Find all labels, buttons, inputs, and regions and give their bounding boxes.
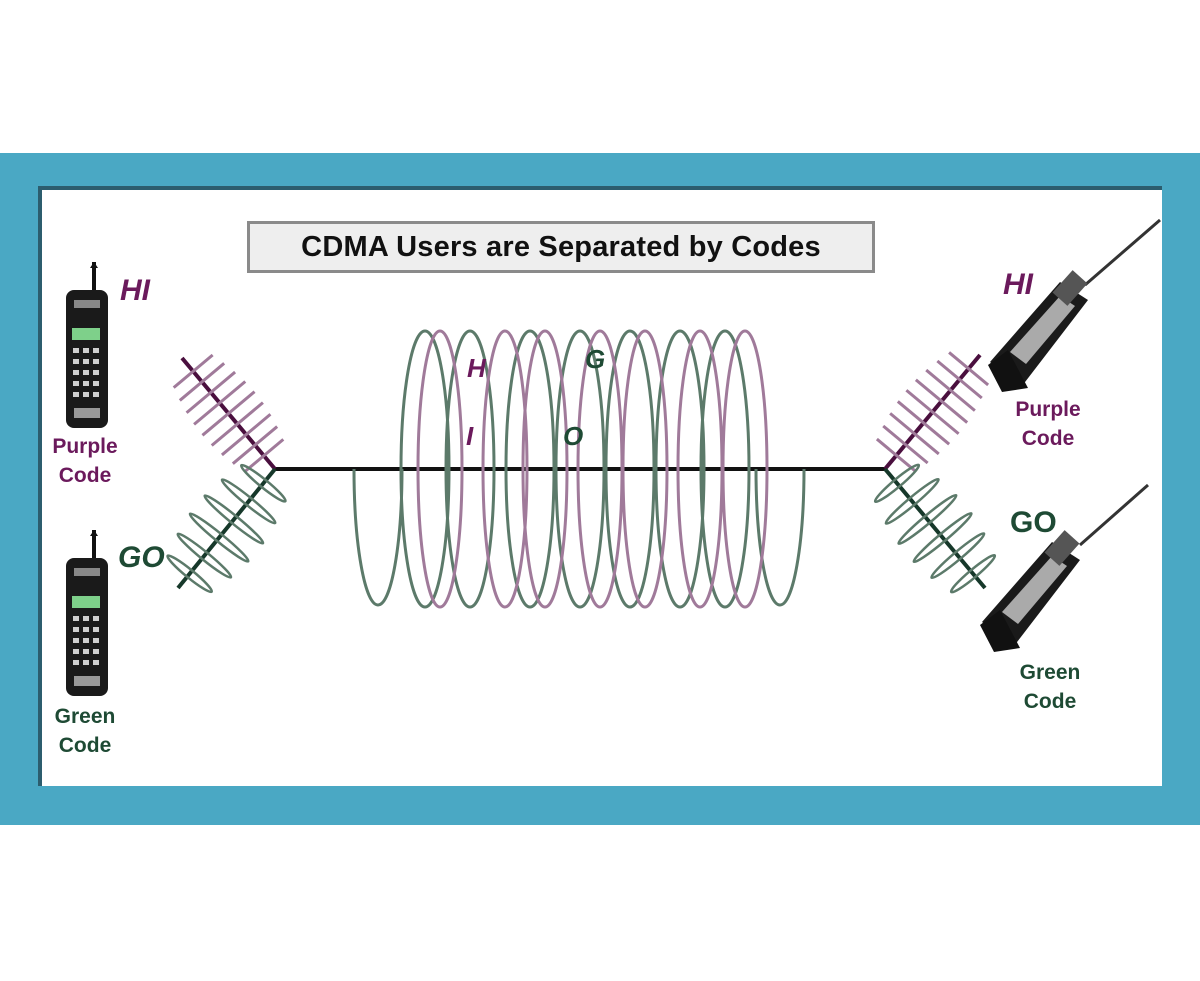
right-green-message: GO: [1010, 506, 1057, 539]
green-wave-loop: [699, 329, 751, 609]
code-fin: [930, 532, 986, 580]
left-purple-code-signal: [172, 353, 285, 474]
code-fin: [193, 380, 247, 426]
keypad-key: [83, 638, 89, 643]
diagram-title: CDMA Users are Separated by Codes: [247, 221, 875, 273]
purple-wave-loop: [521, 329, 569, 609]
keypad-key: [73, 616, 79, 621]
code-fin: [201, 390, 256, 437]
keypad-key: [73, 660, 79, 665]
keypad-key: [73, 381, 79, 386]
keypad-key: [73, 392, 79, 397]
keypad-key: [93, 660, 99, 665]
code-fin: [243, 438, 285, 474]
purple-wave-loop: [416, 329, 464, 609]
right-purple-message: HI: [1003, 268, 1033, 301]
spread-spectrum-waves: [352, 329, 806, 609]
title-text: CDMA Users are Separated by Codes: [301, 230, 821, 263]
left-purple-code-label: Purple Code: [52, 435, 118, 487]
code-fin: [231, 425, 279, 465]
keypad-key: [93, 649, 99, 654]
code-fin: [166, 554, 214, 594]
keypad-key: [73, 627, 79, 632]
keypad-key: [83, 616, 89, 621]
channel-letter-h: H: [467, 353, 486, 383]
code-fin: [176, 532, 233, 579]
keypad-key: [73, 348, 79, 353]
code-fin: [949, 553, 997, 594]
code-fin: [875, 437, 917, 473]
code-fin: [873, 463, 921, 504]
right-green-code-label: Green Code: [1019, 661, 1081, 713]
code-fin: [185, 370, 237, 414]
keypad-key: [83, 370, 89, 375]
flip-phone-icon: [980, 483, 1149, 652]
code-fin: [936, 359, 983, 400]
code-fin: [912, 511, 973, 564]
code-fin: [889, 412, 940, 456]
left-purple-message: HI: [120, 274, 150, 307]
code-fin: [203, 494, 265, 545]
code-fin: [896, 400, 951, 446]
keypad-key: [83, 381, 89, 386]
left-green-code-signal: [166, 463, 287, 594]
keypad-key: [93, 392, 99, 397]
purple-wave-loop: [721, 329, 769, 609]
keypad-key: [93, 627, 99, 632]
code-fin: [884, 477, 940, 525]
code-fin: [948, 351, 990, 387]
green-wave-loop: [604, 329, 656, 609]
code-fin: [239, 463, 287, 503]
keypad-key: [83, 660, 89, 665]
left-green-message: GO: [118, 541, 165, 574]
right-purple-code-label: Purple Code: [1015, 398, 1081, 450]
code-fin: [210, 401, 264, 447]
purple-wave-loop: [621, 329, 669, 609]
keypad-key: [83, 392, 89, 397]
code-fin: [925, 368, 976, 412]
right-green-code-signal: [873, 463, 997, 594]
left-green-code-label: Green Code: [54, 705, 116, 757]
green-wave-half-loop: [352, 468, 404, 607]
code-fin: [905, 389, 960, 435]
mobile-phone-icon: [66, 530, 108, 696]
keypad-key: [93, 370, 99, 375]
keypad-key: [73, 638, 79, 643]
keypad-key: [83, 359, 89, 364]
purple-wave-loop: [481, 329, 529, 609]
code-fin: [178, 362, 226, 402]
keypad-key: [93, 348, 99, 353]
keypad-key: [93, 638, 99, 643]
code-fin: [914, 378, 969, 424]
keypad-key: [73, 359, 79, 364]
code-fin: [188, 512, 250, 563]
keypad-key: [73, 649, 79, 654]
code-fin: [897, 493, 958, 546]
keypad-key: [83, 348, 89, 353]
keypad-key: [83, 649, 89, 654]
code-fin: [172, 353, 214, 389]
keypad-key: [93, 616, 99, 621]
code-fin: [220, 413, 272, 457]
channel-letter-i: I: [466, 421, 474, 451]
green-wave-loop: [554, 329, 606, 609]
code-fin: [220, 478, 277, 525]
green-wave-loop: [504, 329, 556, 609]
green-wave-half-loop: [754, 468, 806, 607]
keypad-key: [93, 381, 99, 386]
code-fin: [882, 424, 929, 465]
channel-letter-o: O: [563, 421, 584, 451]
green-wave-loop: [654, 329, 706, 609]
channel-letter-g: G: [585, 344, 606, 374]
keypad-key: [73, 370, 79, 375]
green-wave-loop: [444, 329, 496, 609]
keypad-key: [83, 627, 89, 632]
keypad-key: [93, 359, 99, 364]
right-purple-code-signal: [875, 351, 990, 473]
flip-phone-icon: [988, 218, 1161, 392]
mobile-phone-icon: [66, 262, 108, 428]
